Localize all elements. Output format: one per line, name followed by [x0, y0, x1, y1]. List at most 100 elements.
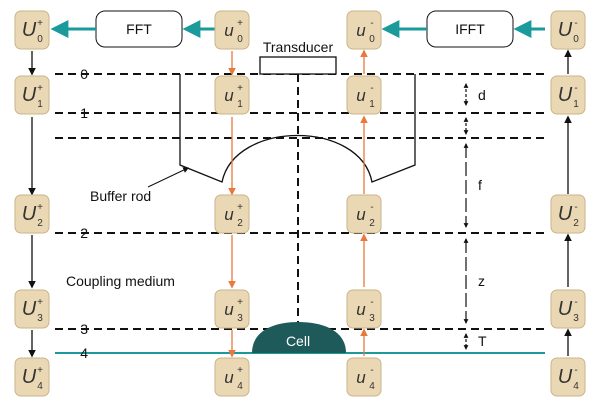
node-U-plus-4: U+4: [14, 357, 50, 397]
dim-f-label: f: [478, 177, 482, 193]
node-symbol: u: [356, 205, 366, 224]
node-symbol: u: [224, 86, 234, 105]
node-symbol: U: [558, 84, 573, 106]
coupling-medium-label: Coupling medium: [66, 273, 175, 289]
node-subscript: 0: [573, 34, 579, 45]
node-symbol: U: [22, 84, 37, 106]
transducer-box: [259, 56, 337, 75]
node-symbol: U: [558, 366, 573, 388]
node-U-plus-3: U+3: [14, 289, 50, 329]
node-superscript: +: [237, 297, 243, 308]
node-symbol: U: [558, 19, 573, 41]
node-subscript: 0: [37, 34, 43, 45]
node-superscript: -: [574, 83, 577, 94]
plane-label-2: 2: [80, 225, 88, 241]
node-symbol: U: [558, 203, 573, 225]
dim-z-label: z: [478, 273, 485, 289]
node-superscript: +: [237, 202, 243, 213]
node-superscript: +: [37, 365, 43, 376]
node-symbol: u: [356, 21, 366, 40]
node-U-minus-4: U- 4: [550, 357, 586, 397]
node-u-minus-3: u- 3: [346, 289, 382, 329]
transducer-label: Transducer: [263, 39, 334, 55]
node-U-minus-3: U-3: [550, 289, 586, 329]
node-u-plus-4: u+4: [214, 357, 250, 397]
node-superscript: +: [237, 18, 243, 29]
buffer-rod-outline: [179, 74, 416, 183]
node-symbol: U: [22, 19, 37, 41]
node-symbol: u: [356, 368, 366, 387]
node-u-plus-0: u+0: [214, 10, 250, 50]
node-symbol: u: [224, 21, 234, 40]
node-superscript: -: [370, 18, 373, 29]
node-symbol: u: [224, 368, 234, 387]
node-U-minus-2: U- 2: [550, 194, 586, 234]
node-subscript: 2: [573, 218, 579, 229]
node-symbol: u: [224, 300, 234, 319]
node-U-plus-2: U+2: [14, 194, 50, 234]
node-subscript: 3: [369, 313, 375, 324]
node-symbol: u: [356, 86, 366, 105]
node-symbol: U: [22, 203, 37, 225]
node-u-minus-1: u- 1: [346, 75, 382, 115]
node-symbol: U: [22, 366, 37, 388]
node-superscript: +: [37, 18, 43, 29]
cell-shape: [252, 322, 346, 353]
node-subscript: 2: [237, 218, 243, 229]
node-subscript: 4: [369, 381, 375, 392]
node-subscript: 4: [237, 381, 243, 392]
variable-nodes: U+0U+1U+2U+3U+4u+0u+1u+2u+3u+4u-0u-1u-2u…: [14, 10, 586, 397]
node-U-plus-1: U+1: [14, 75, 50, 115]
node-U-plus-0: U+0: [14, 10, 50, 50]
node-subscript: 1: [369, 99, 375, 110]
plane-label-4: 4: [80, 345, 88, 361]
plane-label-1: 1: [80, 105, 88, 121]
dim-d-label: d: [478, 87, 486, 103]
node-subscript: 0: [237, 34, 243, 45]
node-subscript: 1: [573, 99, 579, 110]
buffer-rod-label: Buffer rod: [90, 188, 151, 204]
plane-label-3: 3: [80, 321, 88, 337]
node-superscript: +: [37, 83, 43, 94]
node-symbol: u: [356, 300, 366, 319]
node-superscript: -: [574, 297, 577, 308]
node-subscript: 3: [37, 313, 43, 324]
dimension-labels: d f z T: [478, 87, 487, 349]
node-symbol: U: [22, 298, 37, 320]
node-u-plus-1: u+1: [214, 75, 250, 115]
fft-label: FFT: [126, 21, 152, 37]
node-subscript: 4: [37, 381, 43, 392]
node-subscript: 0: [369, 34, 375, 45]
node-superscript: -: [370, 365, 373, 376]
node-superscript: -: [574, 202, 577, 213]
node-u-minus-0: u- 0: [346, 10, 382, 50]
node-superscript: -: [574, 365, 577, 376]
dim-T-label: T: [478, 333, 487, 349]
node-superscript: -: [370, 83, 373, 94]
node-subscript: 4: [573, 381, 579, 392]
node-U-minus-0: U-0: [550, 10, 586, 50]
node-subscript: 2: [37, 218, 43, 229]
node-u-plus-2: u+2: [214, 194, 250, 234]
node-superscript: -: [370, 297, 373, 308]
node-symbol: U: [558, 298, 573, 320]
node-symbol: u: [224, 205, 234, 224]
node-subscript: 1: [237, 99, 243, 110]
node-u-minus-2: u-2: [346, 194, 382, 234]
node-superscript: +: [237, 83, 243, 94]
node-superscript: +: [37, 297, 43, 308]
plane-lines: [55, 73, 545, 354]
node-u-plus-3: u+3: [214, 289, 250, 329]
node-U-minus-1: U- 1: [550, 75, 586, 115]
ifft-label: IFFT: [455, 21, 485, 37]
buffer-rod-pointer: [147, 167, 190, 188]
node-subscript: 2: [369, 218, 375, 229]
node-superscript: +: [237, 365, 243, 376]
node-subscript: 3: [237, 313, 243, 324]
plane-label-0: 0: [80, 66, 88, 82]
cell-label: Cell: [286, 333, 310, 349]
node-superscript: +: [37, 202, 43, 213]
plane-labels: 0 1 2 3 4: [80, 66, 88, 361]
node-subscript: 1: [37, 99, 43, 110]
